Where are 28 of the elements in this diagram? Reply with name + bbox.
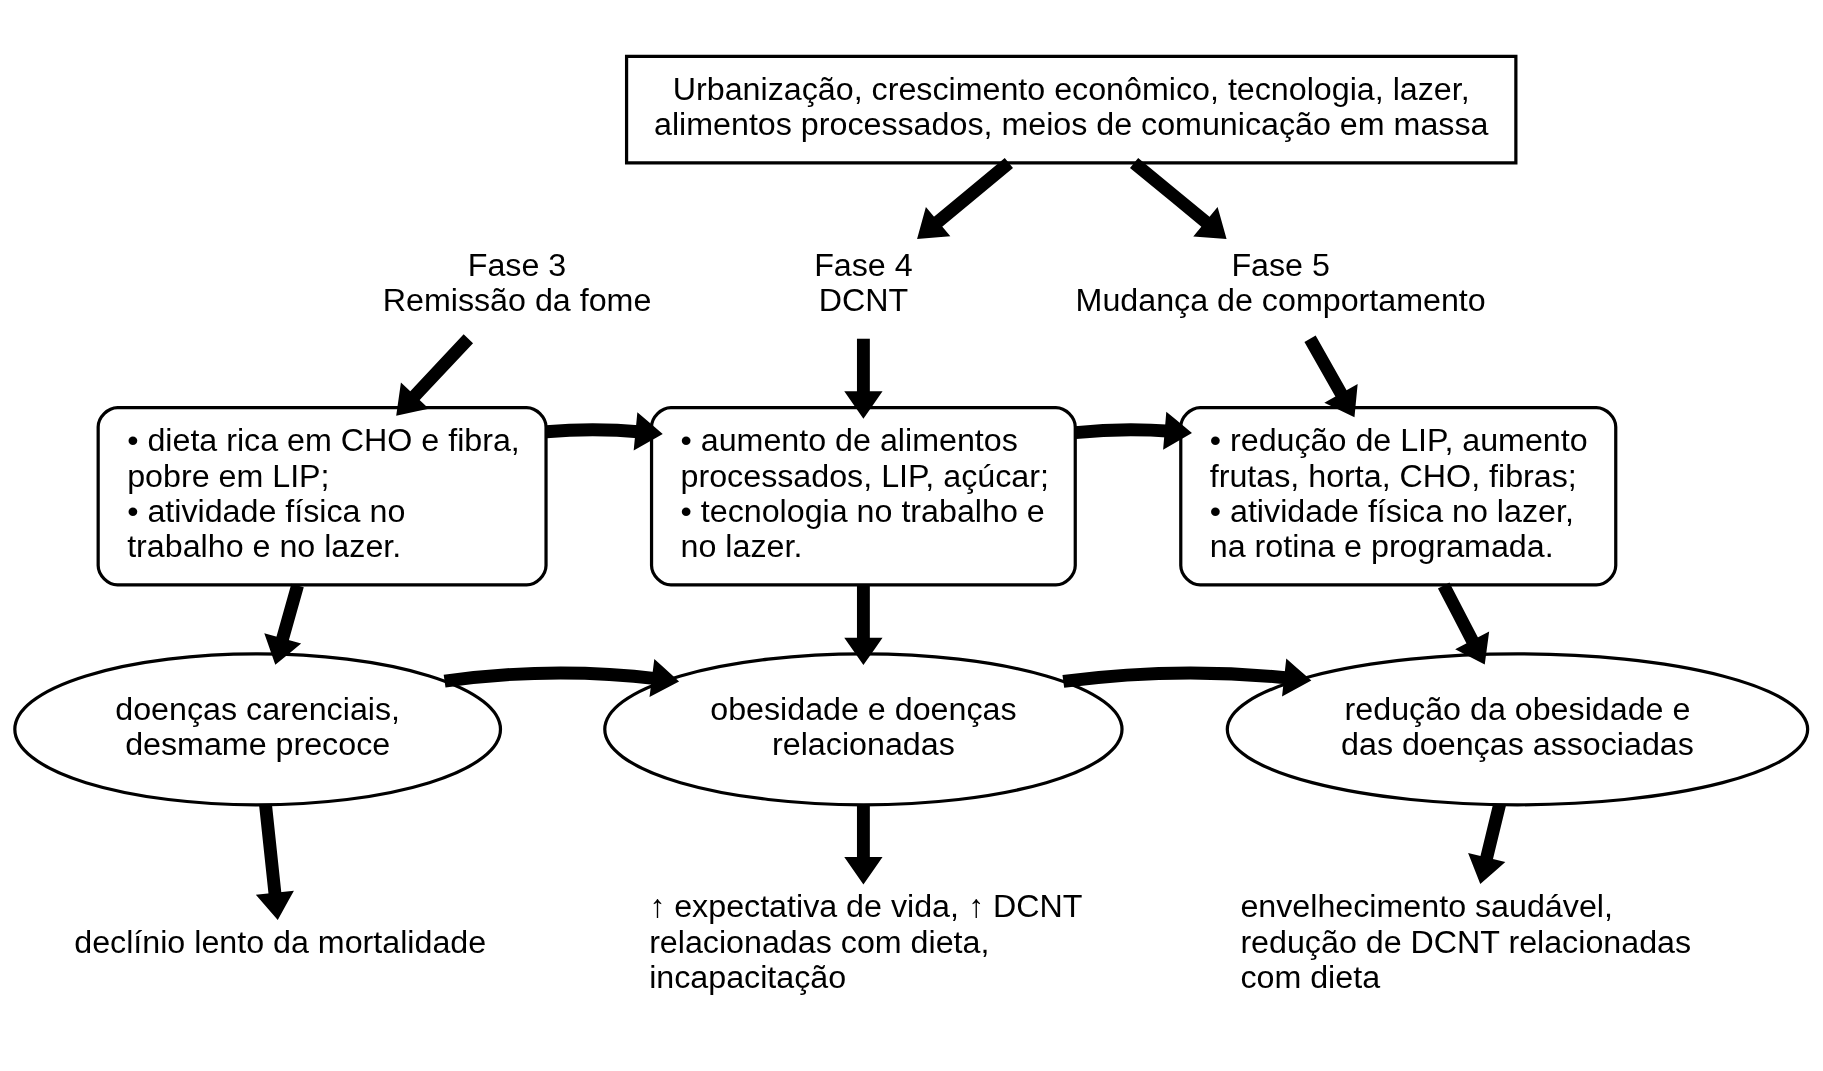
node-ellipse: redução da obesidade e das doenças associadas (1225, 651, 1810, 806)
node-text: Fase 4 DCNT (814, 246, 913, 318)
arrow (396, 333, 474, 416)
arrow (1437, 581, 1490, 665)
arrow (917, 157, 1013, 239)
arrow (1304, 335, 1358, 417)
arrow (255, 803, 294, 920)
arrow (844, 584, 883, 665)
node-text: declínio lento da mortalidade (74, 923, 487, 960)
node-box: • aumento de alimentos processados, LIP, açúcar; • tecnologia no trabalho e no lazer. (649, 405, 1077, 586)
node-text: ↑ expectativa de vida, ↑ DCNT relacionadas com dieta, incapacitação (649, 887, 1083, 995)
arrow (545, 411, 663, 450)
node-ellipse: obesidade e doenças relacionadas (603, 651, 1124, 806)
node-ellipse: doenças carenciais, desmame precoce (13, 651, 503, 806)
node-text: Fase 5 Mudança de comportamento (1075, 246, 1486, 318)
arrow (1062, 657, 1312, 697)
arrow (443, 658, 680, 697)
node-box: • dieta rica em CHO e fibra, pobre em LIP; • atividade física no trabalho e no lazer. (96, 405, 548, 586)
arrow (844, 338, 883, 419)
arrow (1129, 157, 1227, 239)
arrow (1074, 411, 1192, 450)
node-box: • redução de LIP, aumento frutas, horta, CHO, fibras; • atividade física no lazer, na rotina e programada. (1179, 405, 1618, 586)
arrow (844, 804, 883, 884)
arrow (1468, 802, 1506, 884)
node-box: Urbanização, crescimento econômico, tecnologia, lazer, alimentos processados, meios de comunicação em massa (624, 54, 1518, 164)
arrow (264, 583, 304, 665)
node-text: Fase 3 Remissão da fome (382, 246, 652, 318)
node-text: envelhecimento saudável, redução de DCNT relacionadas com dieta (1240, 887, 1692, 995)
